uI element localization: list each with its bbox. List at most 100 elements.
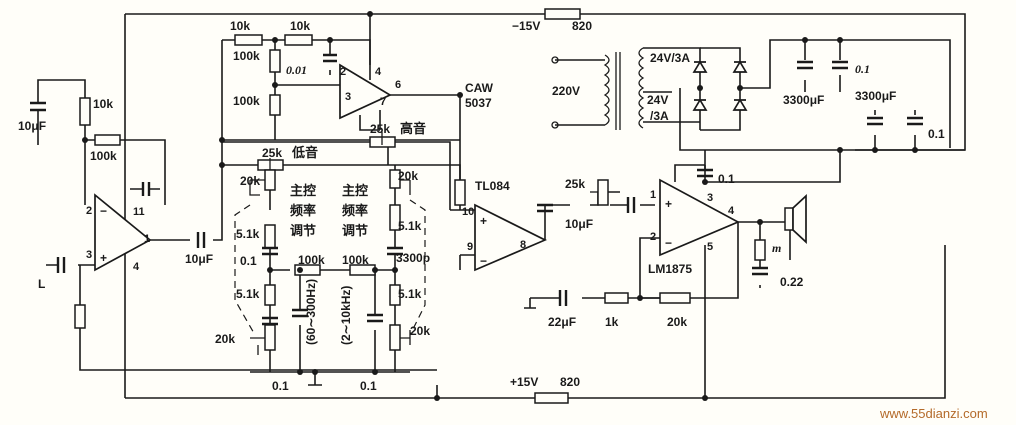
resistor-20k-fb bbox=[659, 292, 691, 304]
pot-volume bbox=[597, 179, 609, 206]
pin-label: 3 bbox=[86, 249, 92, 261]
svg-text:+: + bbox=[480, 214, 487, 228]
r-r2-label: 5.1k bbox=[398, 287, 422, 301]
resistor-left-5k1-b bbox=[264, 284, 276, 306]
right-title-3: 调节 bbox=[342, 223, 368, 238]
right-title-2: 频率 bbox=[342, 203, 368, 218]
input-rfb-label: 100k bbox=[90, 149, 117, 163]
input-r-top-label: 10k bbox=[93, 97, 113, 111]
mixer-cap-label: 0.01 bbox=[286, 63, 307, 77]
power-supply bbox=[551, 47, 748, 130]
pos-rail-label: +15V bbox=[510, 375, 538, 389]
r-l1-label: 5.1k bbox=[236, 227, 260, 241]
cap-filter-b bbox=[867, 116, 883, 126]
zobel-r-label: m bbox=[772, 241, 781, 255]
cap-buffer-10uf bbox=[537, 203, 553, 213]
c-r2-label: 0.1 bbox=[360, 379, 377, 393]
opamp-caw5037 bbox=[339, 63, 392, 120]
resistor-mid-left bbox=[294, 264, 321, 276]
tap-lower-b-label: /3A bbox=[650, 109, 669, 123]
pin-label: 4 bbox=[133, 261, 140, 273]
cap-left-01a bbox=[262, 246, 278, 256]
resistor-left-5k1-a bbox=[264, 224, 276, 249]
input-l-label: L bbox=[38, 277, 45, 291]
pin-label: 10 bbox=[462, 206, 474, 218]
lm-dec-label: 0.1 bbox=[718, 172, 735, 186]
pin-label: 4 bbox=[728, 205, 735, 217]
mains-label: 220V bbox=[552, 84, 580, 98]
tap-upper-label: 24V/3A bbox=[650, 51, 690, 65]
cap-right-01 bbox=[367, 313, 383, 323]
caw-chip-no-label: 5037 bbox=[465, 96, 492, 110]
cap-left-01c bbox=[262, 316, 278, 326]
svg-text:+: + bbox=[665, 197, 672, 211]
pin-label: 6 bbox=[395, 79, 401, 91]
buffer-cap-label: 10μF bbox=[565, 217, 593, 231]
cap-right-3300p bbox=[387, 246, 403, 256]
input-cap-label: 10μF bbox=[18, 119, 46, 133]
pin-label: 3 bbox=[707, 192, 713, 204]
cap-dec-b bbox=[907, 116, 923, 126]
resistor-mixer-1 bbox=[234, 34, 263, 46]
caw-chip-label: CAW bbox=[465, 81, 494, 95]
tl084-label: TL084 bbox=[475, 179, 510, 193]
diode-3 bbox=[692, 98, 708, 111]
band-low-label: (60∼300Hz) bbox=[304, 279, 318, 345]
pin-label: 11 bbox=[133, 206, 145, 218]
r-l2-label: 5.1k bbox=[236, 287, 260, 301]
bass-pot-label: 25k bbox=[262, 146, 282, 160]
pot-left-top bbox=[264, 169, 276, 191]
resistor-input-top bbox=[79, 97, 91, 126]
labels: −15V 820 +15V 820 10k 10μF 100k L 2 3 1 … bbox=[18, 19, 988, 421]
cap-dec-a bbox=[832, 60, 848, 70]
resistor-mixer-2 bbox=[284, 34, 313, 46]
resistor-right-5k1-a bbox=[389, 204, 401, 231]
pot-l-bot-label: 20k bbox=[215, 332, 235, 346]
mixer-r1-label: 10k bbox=[230, 19, 250, 33]
mixer-r2-label: 10k bbox=[290, 19, 310, 33]
filter-cap-a-label: 3300μF bbox=[783, 93, 824, 107]
cap-coupling-lm bbox=[626, 197, 636, 213]
opamp-lm1875 bbox=[659, 178, 740, 257]
svg-text:+: + bbox=[100, 251, 107, 265]
c-r1-label: 3300p bbox=[396, 251, 430, 265]
pot-l-top-label: 20k bbox=[240, 174, 260, 188]
pin-label: 3 bbox=[345, 91, 351, 103]
svg-text:−: − bbox=[100, 204, 107, 218]
resistor-input-feedback bbox=[94, 134, 121, 146]
svg-text:−: − bbox=[480, 254, 487, 268]
band-high-label: (2∼10kHz) bbox=[339, 286, 353, 345]
cap-mixer-001 bbox=[323, 53, 337, 63]
op-amps: − + + − + − bbox=[94, 63, 740, 272]
diode-2 bbox=[732, 60, 748, 73]
pot-wipers bbox=[249, 132, 598, 355]
pot-right-top bbox=[389, 169, 401, 189]
left-title-3: 调节 bbox=[290, 223, 316, 238]
c-l2-label: 0.1 bbox=[272, 379, 289, 393]
c-l1-label: 0.1 bbox=[240, 254, 257, 268]
zobel-c-label: 0.22 bbox=[780, 275, 804, 289]
cap-filter-a bbox=[797, 60, 813, 70]
pot-r-bot-label: 20k bbox=[410, 324, 430, 338]
right-title-1: 主控 bbox=[342, 183, 368, 198]
r-r1-label: 5.1k bbox=[398, 219, 422, 233]
tone-box-right bbox=[409, 199, 426, 336]
resistors bbox=[74, 8, 766, 404]
speaker-icon bbox=[784, 194, 807, 244]
resistor-input-bias bbox=[74, 304, 86, 329]
left-title-1: 主控 bbox=[290, 183, 316, 198]
pin-label: 1 bbox=[650, 189, 656, 201]
opamp-tl084 bbox=[474, 203, 548, 272]
volume-pot-label: 25k bbox=[565, 177, 585, 191]
resistor-zobel bbox=[754, 239, 766, 261]
cap-left-01b bbox=[292, 308, 308, 318]
transformer-primary bbox=[603, 54, 610, 126]
neg-rail-res-label: 820 bbox=[572, 19, 592, 33]
diode-1 bbox=[692, 60, 708, 73]
dec-cap-a-label: 0.1 bbox=[855, 62, 870, 76]
mixer-r3-label: 100k bbox=[233, 49, 260, 63]
pin-label: 2 bbox=[340, 66, 346, 78]
pin-label: 4 bbox=[375, 66, 382, 78]
tap-lower-a-label: 24V bbox=[647, 93, 668, 107]
